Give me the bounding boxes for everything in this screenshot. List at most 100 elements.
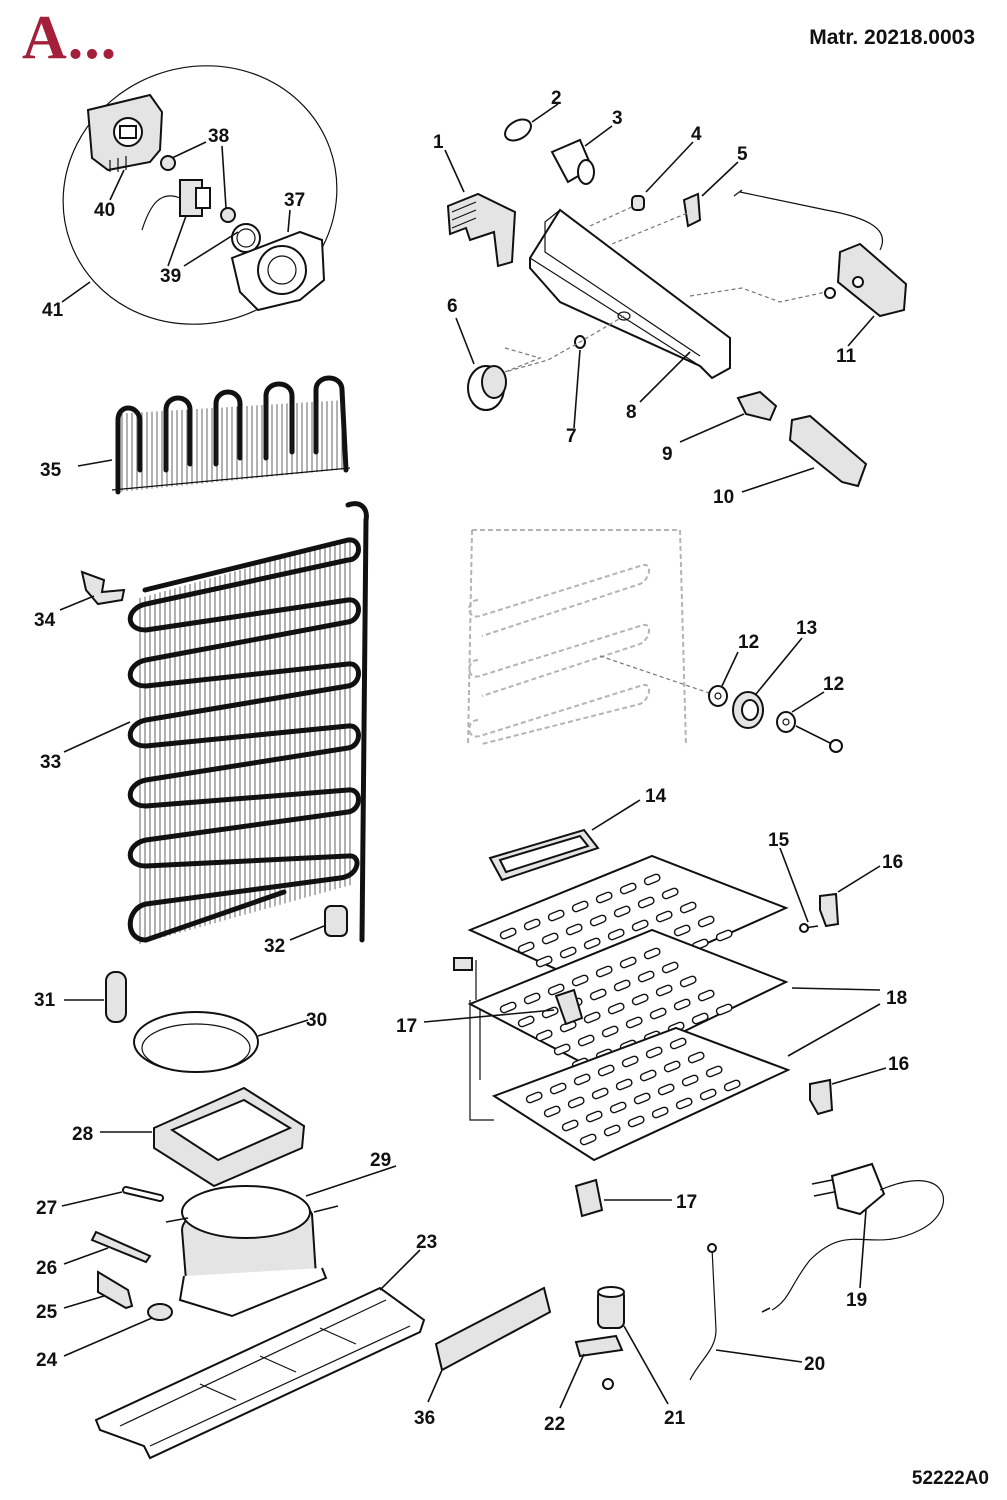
part-16-shelf-support-a [819, 865, 881, 928]
part-11-thermostat [733, 189, 908, 347]
part-32-sleeve [289, 905, 348, 941]
label-part-17a: 17 [396, 1016, 417, 1037]
part-37-thermostat-cover [230, 230, 326, 312]
label-part-21: 21 [664, 1408, 686, 1429]
part-21-start-relay [597, 1286, 669, 1405]
part-39-gear [231, 223, 261, 253]
part-30-support-ring [133, 1011, 309, 1073]
group-outline-oval [62, 65, 338, 325]
label-part-39: 39 [160, 266, 181, 287]
part-10-light-cover [741, 414, 868, 493]
part-31-filter-drier [64, 971, 127, 1023]
shelf-middle [467, 928, 789, 1074]
label-part-28: 28 [72, 1124, 93, 1145]
label-part-19: 19 [846, 1290, 867, 1311]
label-part-32: 32 [264, 936, 285, 957]
part-23-base-plate [94, 1249, 426, 1460]
label-part-4: 4 [691, 124, 702, 145]
label-part-40: 40 [94, 200, 115, 221]
label-part-36: 36 [414, 1408, 435, 1429]
label-part-37: 37 [284, 190, 305, 211]
part-28-compressor-tray [100, 1086, 306, 1188]
part-34-clip [59, 570, 126, 611]
part-19-power-cord [761, 1162, 944, 1313]
label-part-27: 27 [36, 1198, 57, 1219]
assembly-line-knob [504, 315, 625, 373]
part-5-spring-plate [682, 161, 739, 228]
part-6-knob [455, 317, 507, 411]
part-8-control-housing [529, 208, 731, 403]
part-27-pin [61, 1186, 164, 1207]
part-36-trim-strip [427, 1286, 552, 1403]
label-part-13: 13 [796, 618, 817, 639]
label-part-8: 8 [626, 402, 637, 423]
part-17-shelf-clip-b [574, 1178, 672, 1218]
part-24-grommet [63, 1303, 173, 1357]
part-12-washer-b [776, 691, 825, 733]
label-part-23: 23 [416, 1232, 437, 1253]
part-12-washer-a [708, 651, 739, 707]
part-2-lamp-bulb [504, 103, 559, 142]
label-part-12a: 12 [738, 632, 759, 653]
label-part-24: 24 [36, 1350, 58, 1371]
label-part-41: 41 [42, 300, 64, 321]
drawing-code: 52222A0 [911, 1468, 989, 1489]
assembly-line-thermostat [689, 287, 827, 303]
label-part-17b: 17 [676, 1192, 697, 1213]
screw [795, 725, 843, 753]
part-39-switch-block [141, 179, 211, 231]
assembly-line-lamp [589, 205, 691, 245]
part-38-washer-b [220, 207, 236, 223]
label-part-38: 38 [208, 126, 229, 147]
label-part-20: 20 [804, 1354, 825, 1375]
label-part-31: 31 [34, 990, 56, 1011]
label-part-16b: 16 [888, 1054, 909, 1075]
label-part-30: 30 [306, 1010, 327, 1031]
part-26-clip [63, 1230, 152, 1265]
part-17-shelf-clip-a [423, 988, 584, 1026]
model-number: Matr. 20218.0003 [809, 26, 975, 49]
part-29-compressor [165, 1165, 397, 1318]
label-part-34: 34 [34, 610, 56, 631]
part-4-clip [631, 141, 694, 211]
connector-plug [453, 957, 473, 971]
label-part-26: 26 [36, 1258, 57, 1279]
part-3-lamp-socket [550, 125, 613, 185]
label-part-2: 2 [551, 88, 562, 109]
label-part-15: 15 [768, 830, 790, 851]
label-part-7: 7 [566, 426, 577, 447]
label-part-5: 5 [737, 144, 748, 165]
part-20-earth-wire [689, 1243, 803, 1381]
label-part-6: 6 [447, 296, 458, 317]
label-part-12b: 12 [823, 674, 844, 695]
part-number-labels: 1 2 3 4 5 6 7 8 9 10 11 12 13 12 14 15 1… [34, 88, 909, 1435]
part-16-shelf-support-b [809, 1067, 887, 1116]
label-part-18: 18 [886, 988, 907, 1009]
label-part-1: 1 [433, 132, 444, 153]
shelf-bottom [491, 1026, 791, 1162]
part-15-screw [779, 847, 819, 933]
label-part-16a: 16 [882, 852, 903, 873]
label-part-11: 11 [836, 346, 857, 367]
label-part-10: 10 [713, 487, 734, 508]
part-13-grommet [732, 637, 803, 729]
label-part-3: 3 [612, 108, 623, 129]
part-38-washer-a [160, 155, 176, 171]
label-part-33: 33 [40, 752, 61, 773]
fridge-evaporator-outline [467, 529, 713, 747]
part-9-lamp-switch [679, 390, 778, 443]
part-35-evaporator [77, 375, 351, 495]
part-18-shelves [467, 854, 881, 1162]
part-1-bracket [444, 149, 517, 268]
part-14-light-diffuser [488, 799, 641, 882]
part-22-mounting-plate [559, 1334, 624, 1409]
part-7-screw [573, 335, 586, 429]
part-33-condenser [63, 501, 369, 944]
label-part-29: 29 [370, 1150, 391, 1171]
thermostat-assembly-group [61, 65, 338, 325]
label-part-14: 14 [645, 786, 667, 807]
part-40-thermostat-housing [86, 93, 164, 172]
label-part-9: 9 [662, 444, 673, 465]
brand-logo: A... [22, 4, 118, 72]
